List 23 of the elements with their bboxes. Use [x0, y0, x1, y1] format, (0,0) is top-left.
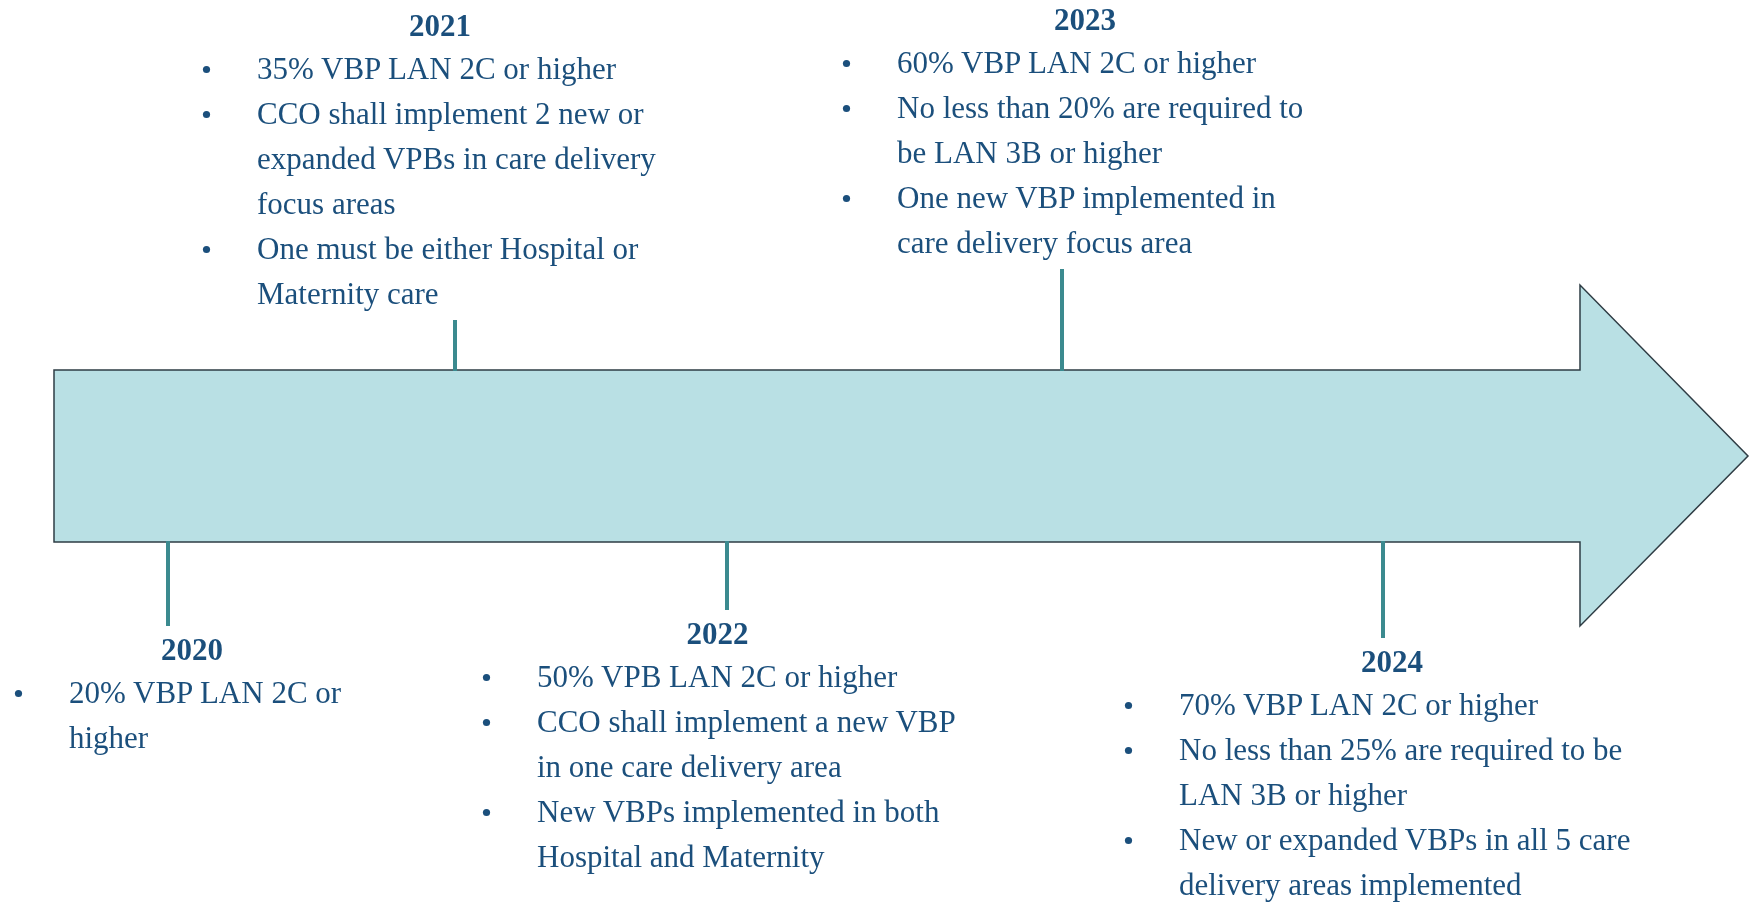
- bullet-item: 70% VBP LAN 2C or higher: [1122, 682, 1662, 727]
- bullet-item: 35% VBP LAN 2C or higher: [200, 46, 680, 91]
- year-heading: 2024: [1360, 643, 1424, 681]
- bullet-item: New VBPs implemented in both Hospital and Maternity: [480, 789, 955, 879]
- bullet-item: New or expanded VBPs in all 5 care delivery areas implemented: [1122, 817, 1662, 903]
- bullet-item: One new VBP implemented in care delivery focus area: [840, 175, 1330, 265]
- bullet-item: CCO shall implement a new VBP in one care delivery area: [480, 699, 955, 789]
- tick-line: [166, 541, 170, 626]
- year-heading: 2020: [160, 631, 224, 669]
- year-heading: 2021: [408, 7, 472, 45]
- tick-line: [725, 541, 729, 610]
- bullet-item: 60% VBP LAN 2C or higher: [840, 40, 1330, 85]
- tick-line: [1381, 541, 1385, 638]
- tick-line: [453, 320, 457, 371]
- bullet-item: One must be either Hospital or Maternity care: [200, 226, 680, 316]
- bullet-item: CCO shall implement 2 new or expanded VPBs in care delivery focus areas: [200, 91, 680, 226]
- bullet-item: 50% VPB LAN 2C or higher: [480, 654, 955, 699]
- year-heading: 2023: [1053, 1, 1117, 39]
- bullet-item: 20% VBP LAN 2C or higher: [12, 670, 372, 760]
- year-heading: 2022: [685, 615, 750, 653]
- bullet-item: No less than 25% are required to be LAN 3B or higher: [1122, 727, 1662, 817]
- tick-line: [1060, 269, 1064, 371]
- bullet-item: No less than 20% are required to be LAN 3B or higher: [840, 85, 1330, 175]
